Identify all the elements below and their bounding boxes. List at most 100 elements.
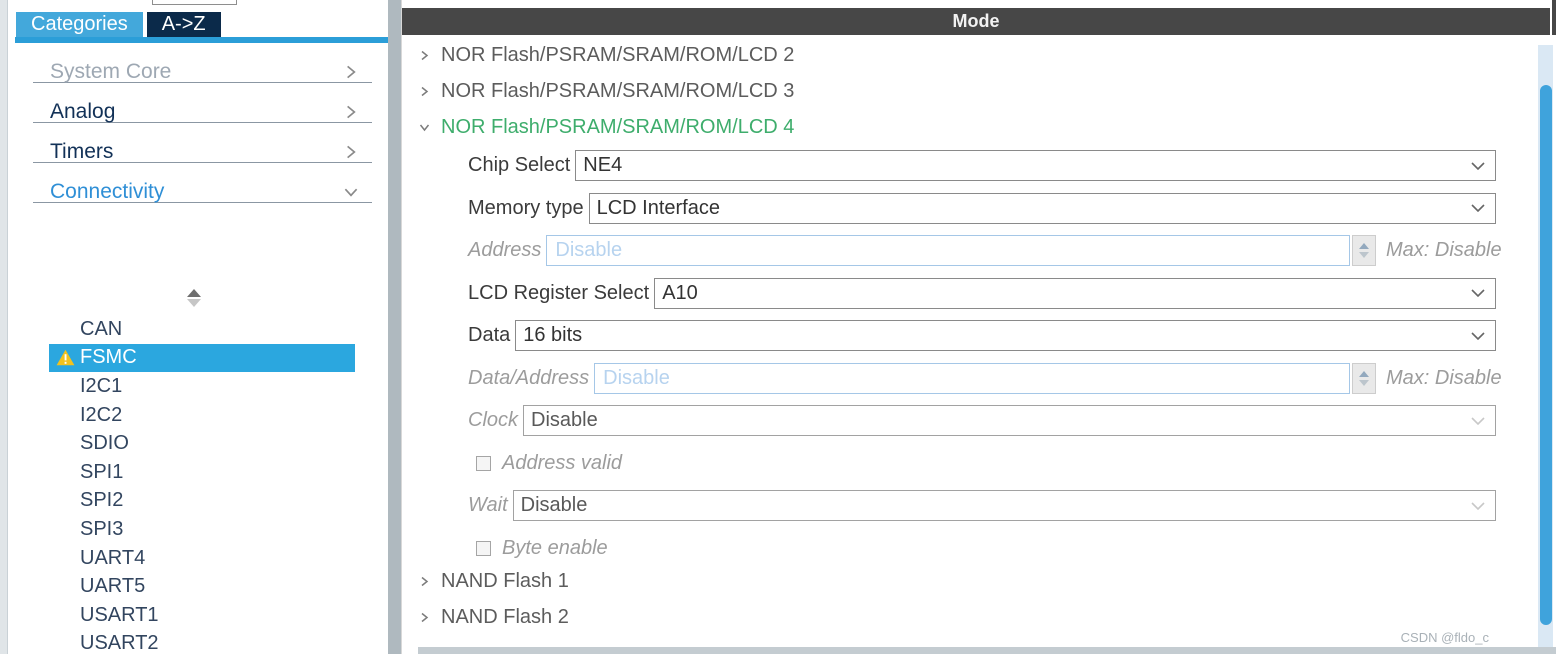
peripheral-item-usart2[interactable]: USART2 (80, 632, 159, 654)
chevron-down-icon (1471, 289, 1485, 297)
tree-item-label: NAND Flash 2 (441, 606, 569, 628)
tree-item-nor-lcd4[interactable]: NOR Flash/PSRAM/SRAM/ROM/LCD 4 (402, 109, 1502, 145)
peripheral-item-i2c2[interactable]: I2C2 (80, 403, 123, 426)
peripheral-item-uart4[interactable]: UART4 (80, 546, 146, 569)
wait-dropdown[interactable]: Disable (512, 490, 1496, 521)
tabbar-underline (15, 37, 388, 43)
address-row: Address Disable Max: Disable (468, 235, 1502, 266)
peripheral-item-i2c1[interactable]: I2C1 (80, 374, 123, 397)
clock-row: Clock Disable (468, 405, 1496, 436)
address-valid-checkbox[interactable] (476, 455, 491, 471)
peripherals-sidebar: Categories A->Z System Core Analog Timer… (0, 0, 388, 654)
data-address-stepper[interactable] (1352, 362, 1376, 394)
chevron-down-icon (1471, 331, 1485, 340)
stepper-up-icon (1359, 370, 1369, 377)
memory-type-value: LCD Interface (596, 196, 720, 219)
warning-icon (56, 349, 75, 366)
address-input[interactable]: Disable (546, 235, 1350, 266)
chevron-right-icon (342, 63, 360, 81)
horizontal-scrollbar-track[interactable] (418, 647, 1556, 654)
peripheral-item-fsmc[interactable]: FSMC (49, 343, 355, 373)
watermark: CSDN @fldo_c (1400, 630, 1489, 645)
data-dropdown[interactable]: 16 bits (515, 320, 1496, 351)
category-system-core[interactable]: System Core (33, 43, 372, 83)
memory-type-label: Memory type (468, 196, 584, 219)
peripheral-item-spi2[interactable]: SPI2 (80, 489, 124, 512)
tab-categories[interactable]: Categories (16, 12, 143, 37)
chip-select-row: Chip Select NE4 (468, 150, 1496, 181)
peripheral-item-uart5[interactable]: UART5 (80, 575, 146, 598)
address-valid-label: Address valid (502, 451, 623, 474)
wait-row: Wait Disable (468, 490, 1496, 521)
chevron-right-icon (342, 103, 360, 121)
address-stepper[interactable] (1352, 235, 1376, 266)
lcd-register-select-dropdown[interactable]: A10 (654, 277, 1496, 309)
address-valid-row: Address valid (468, 448, 1496, 479)
clock-label: Clock (468, 409, 519, 431)
sort-down-arrow-icon (187, 299, 201, 307)
chevron-down-icon (1471, 501, 1485, 510)
chevron-down-icon (418, 121, 431, 134)
memory-type-dropdown[interactable]: LCD Interface (588, 192, 1496, 224)
tree-item-label: NAND Flash 1 (441, 570, 569, 592)
tree-item-label: NOR Flash/PSRAM/SRAM/ROM/LCD 3 (441, 79, 795, 102)
category-label: Connectivity (50, 179, 165, 203)
category-label: Analog (50, 99, 116, 123)
category-list: System Core Analog Timers Connectivity (33, 43, 372, 203)
tree-item-label: NOR Flash/PSRAM/SRAM/ROM/LCD 2 (441, 43, 795, 66)
peripheral-item-usart1[interactable]: USART1 (80, 603, 159, 626)
chevron-right-icon (418, 611, 431, 624)
panel-divider[interactable] (388, 0, 401, 654)
lcd-register-select-label: LCD Register Select (468, 281, 650, 304)
tree-item-nand-flash-1[interactable]: NAND Flash 1 (402, 564, 1502, 600)
tree-item-nand-flash-2[interactable]: NAND Flash 2 (402, 600, 1502, 636)
wait-value: Disable (520, 494, 588, 516)
vertical-scrollbar[interactable] (1538, 45, 1553, 648)
data-address-input[interactable]: Disable (594, 362, 1350, 394)
search-input[interactable] (152, 0, 237, 5)
chevron-down-icon (1471, 204, 1485, 212)
chip-select-value: NE4 (583, 154, 623, 176)
chevron-down-icon (1471, 416, 1485, 425)
tree-item-label: NOR Flash/PSRAM/SRAM/ROM/LCD 4 (441, 115, 795, 138)
fsmc-settings-form: Chip Select NE4 Memory type LCD Interfac… (468, 150, 1502, 564)
data-row: Data 16 bits (468, 320, 1496, 351)
chip-select-label: Chip Select (468, 154, 571, 176)
peripheral-item-can[interactable]: CAN (80, 317, 123, 340)
mode-header: Mode (402, 8, 1550, 35)
mode-panel: Mode NOR Flash/PSRAM/SRAM/ROM/LCD 2 NOR … (401, 0, 1556, 654)
peripheral-item-spi1[interactable]: SPI1 (80, 460, 124, 483)
category-connectivity[interactable]: Connectivity (33, 163, 372, 203)
address-label: Address (468, 239, 542, 261)
chip-select-dropdown[interactable]: NE4 (575, 150, 1496, 181)
chevron-down-icon (342, 183, 360, 201)
data-address-max-hint: Max: Disable (1386, 366, 1502, 389)
category-timers[interactable]: Timers (33, 123, 372, 163)
category-analog[interactable]: Analog (33, 83, 372, 123)
lcd-register-select-row: LCD Register Select A10 (468, 277, 1496, 309)
address-value: Disable (555, 239, 623, 261)
tree-item-nor-lcd3[interactable]: NOR Flash/PSRAM/SRAM/ROM/LCD 3 (402, 73, 1502, 109)
chevron-right-icon (418, 49, 431, 62)
list-scroll-up-down-icon[interactable] (0, 282, 388, 314)
category-label: System Core (50, 59, 172, 83)
stepper-up-icon (1359, 243, 1369, 249)
peripheral-item-spi3[interactable]: SPI3 (80, 517, 124, 540)
scrollbar-thumb[interactable] (1539, 85, 1552, 625)
address-max-hint: Max: Disable (1386, 239, 1502, 261)
chevron-right-icon (418, 575, 431, 588)
data-address-row: Data/Address Disable Max: Disable (468, 362, 1502, 394)
clock-dropdown[interactable]: Disable (523, 405, 1496, 436)
tree-item-nor-lcd2[interactable]: NOR Flash/PSRAM/SRAM/ROM/LCD 2 (402, 37, 1502, 73)
sidebar-left-edge (0, 0, 8, 654)
byte-enable-row: Byte enable (468, 533, 1496, 564)
mode-header-title: Mode (952, 11, 1000, 31)
data-label: Data (468, 324, 511, 346)
memory-type-row: Memory type LCD Interface (468, 192, 1496, 224)
sidebar-tabbar: Categories A->Z (16, 12, 221, 37)
byte-enable-checkbox[interactable] (476, 540, 491, 556)
peripheral-item-sdio[interactable]: SDIO (80, 432, 129, 455)
data-address-value: Disable (603, 366, 670, 389)
tab-a-to-z[interactable]: A->Z (146, 12, 221, 37)
chevron-right-icon (418, 85, 431, 98)
